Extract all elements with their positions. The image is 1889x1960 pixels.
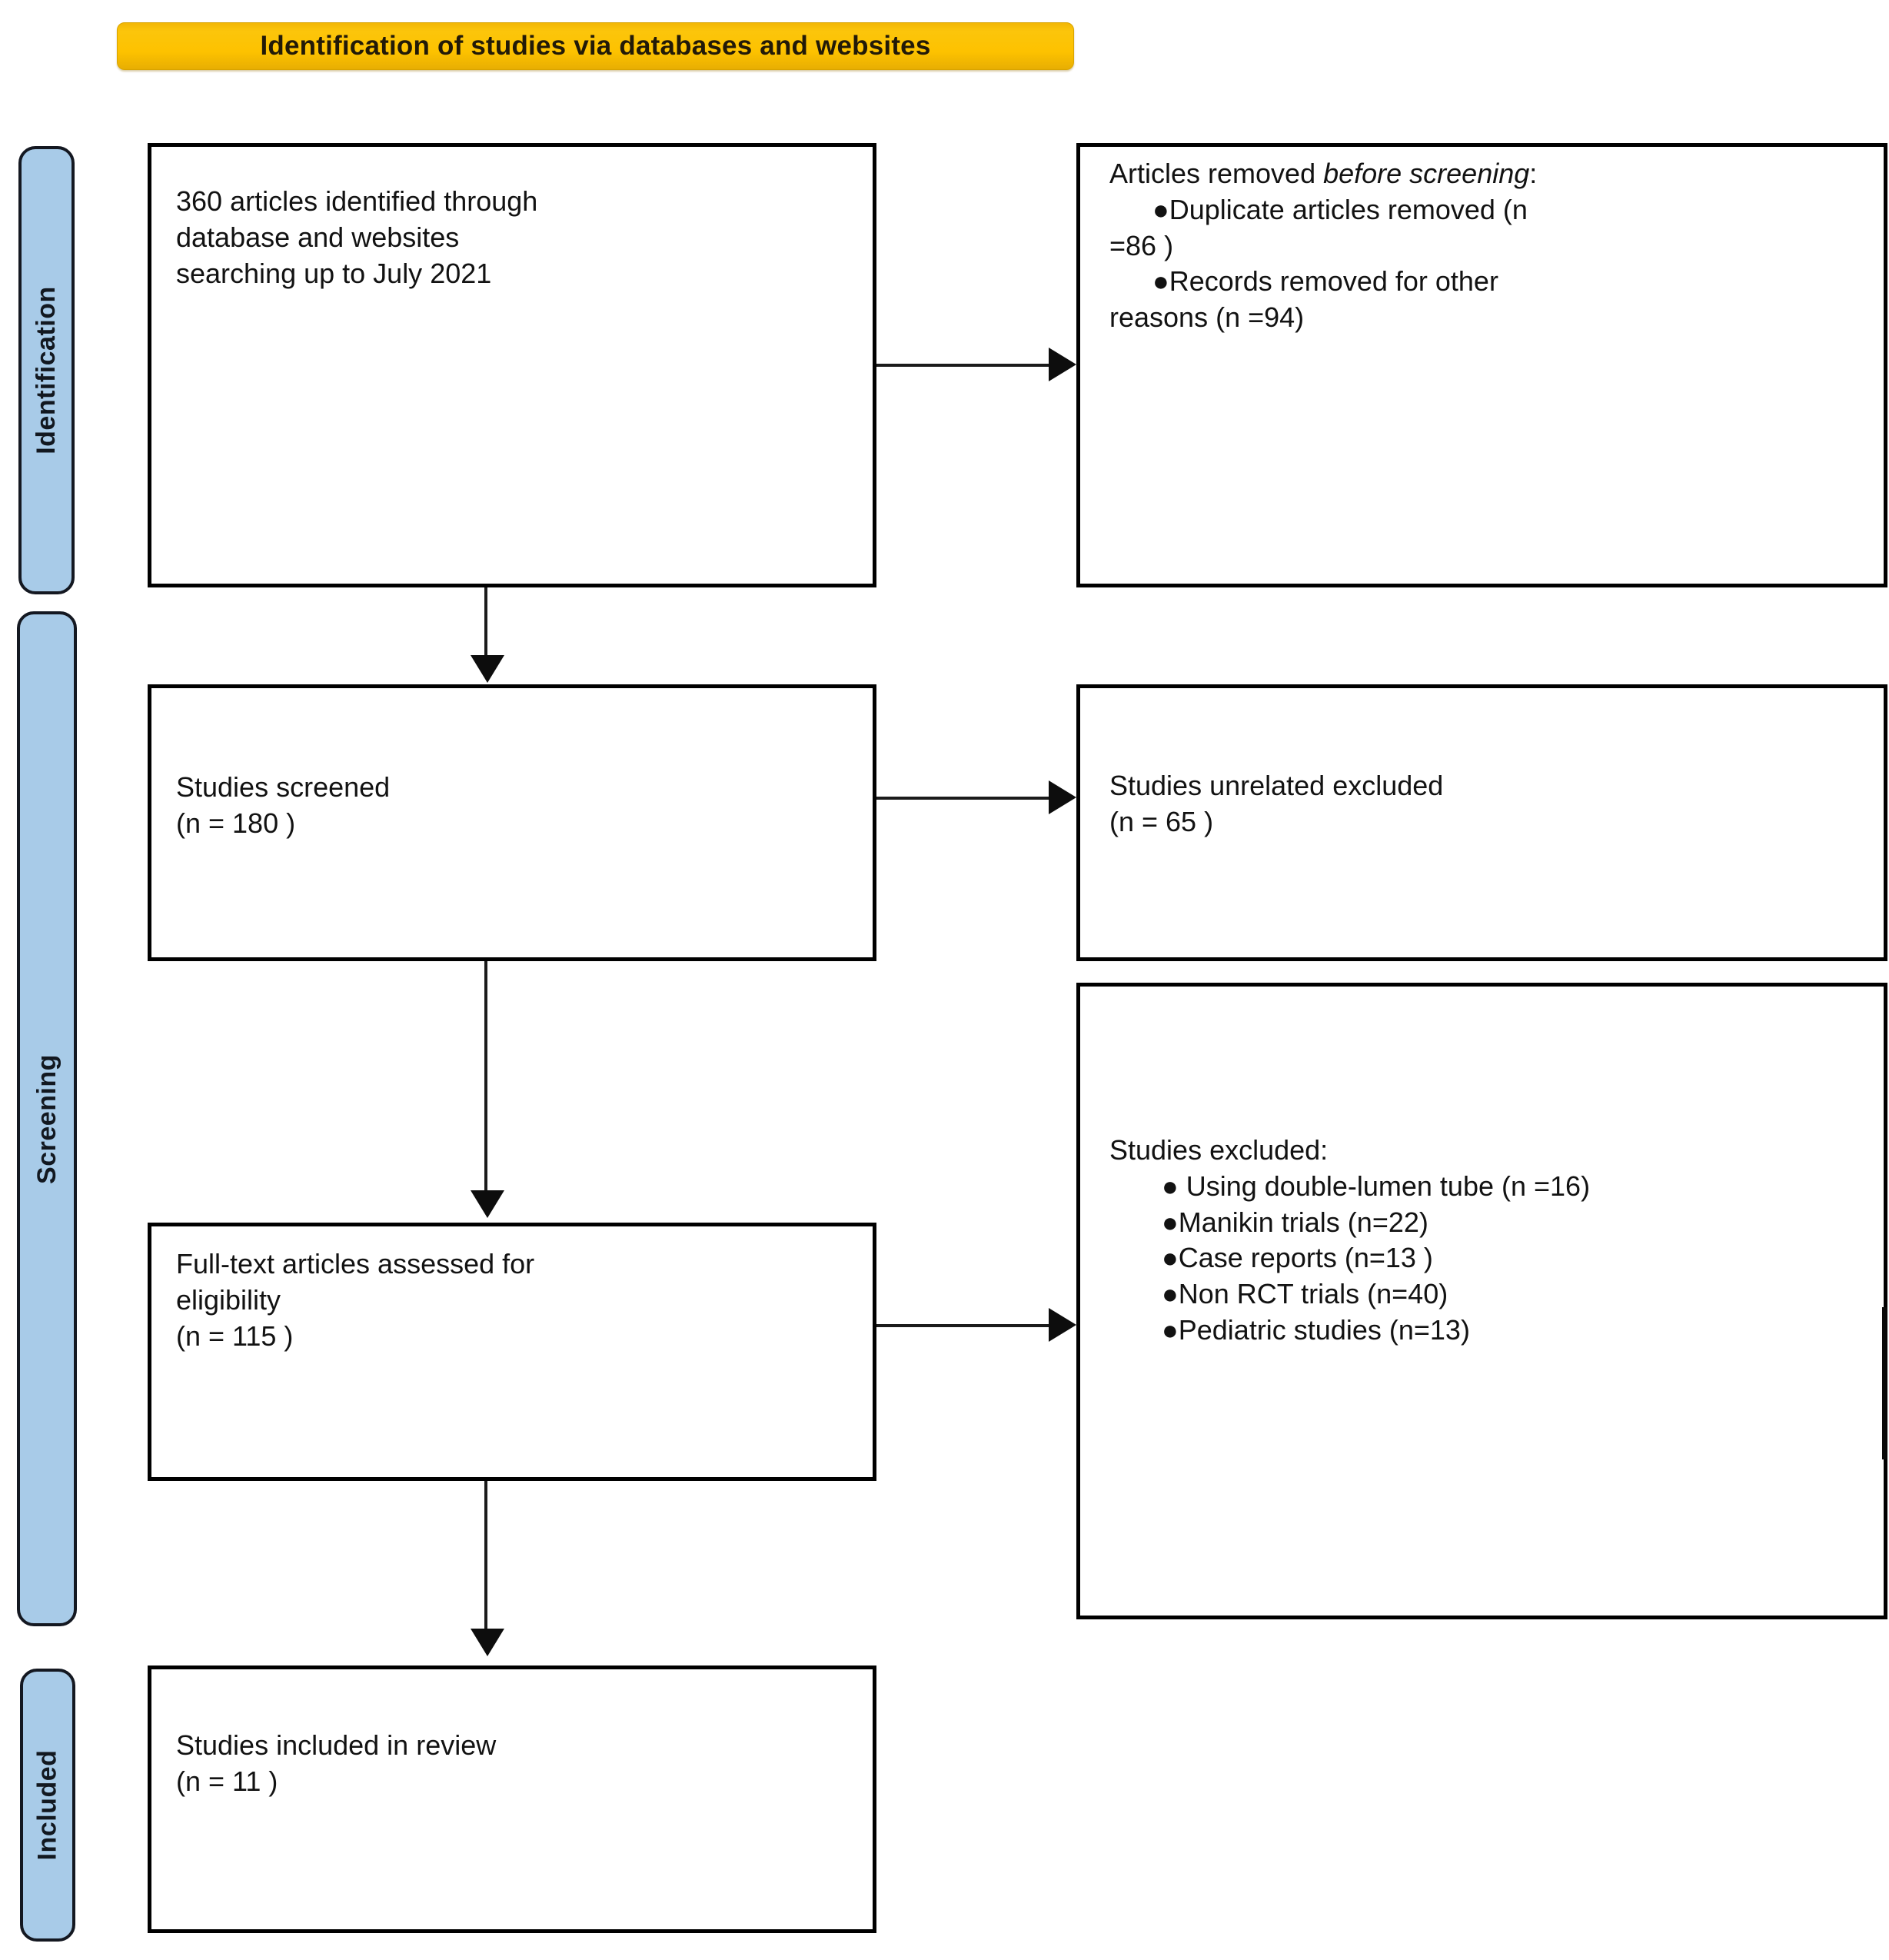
list-item: =86 ) <box>1109 229 1174 261</box>
articles-removed-heading-prefix: Articles removed <box>1109 158 1324 189</box>
fulltext-line-1: Full-text articles assessed for <box>176 1248 535 1279</box>
connector-fulltext-to-excluded-line <box>876 1324 1052 1327</box>
articles-identified-line-3: searching up to July 2021 <box>176 257 492 289</box>
connector-fulltext-to-excluded-arrow <box>1049 1308 1076 1342</box>
connector-identified-to-screened-line <box>484 587 487 658</box>
diagram-header-title: Identification of studies via databases … <box>260 31 931 61</box>
list-item: ● Using double-lumen tube (n =16) <box>1162 1170 1591 1202</box>
connector-screened-to-fulltext-line <box>484 961 487 1192</box>
fulltext-line-2: eligibility <box>176 1283 281 1316</box>
box-articles-removed-before-screening: Articles removed before screening: ●Dupl… <box>1076 143 1887 587</box>
connector-identified-to-removed-line <box>876 364 1052 367</box>
stage-rail-identification-label: Identification <box>32 286 61 454</box>
connector-fulltext-to-included-arrow <box>471 1629 504 1656</box>
studies-excluded-heading: Studies excluded: <box>1109 1134 1329 1166</box>
list-item: reasons (n =94) <box>1109 301 1305 334</box>
articles-identified-line-1: 360 articles identified through <box>176 185 538 217</box>
studies-screened-line-2: (n = 180 ) <box>176 807 296 839</box>
stage-rail-included-label: Included <box>32 1749 62 1861</box>
articles-removed-list: ●Duplicate articles removed (n =86 ) ●Re… <box>1109 192 1864 336</box>
articles-removed-heading: Articles removed before screening: <box>1109 156 1864 192</box>
connector-identified-to-screened-arrow <box>471 655 504 683</box>
studies-screened-line-1: Studies screened <box>176 771 391 803</box>
studies-included-line-1: Studies included in review <box>176 1729 497 1761</box>
studies-excluded-list: ● Using double-lumen tube (n =16) ●Manik… <box>1109 1169 1870 1349</box>
fulltext-line-3: (n = 115 ) <box>176 1319 294 1352</box>
list-item: ●Pediatric studies (n=13) <box>1162 1313 1470 1346</box>
articles-removed-heading-suffix: : <box>1529 158 1538 189</box>
articles-removed-heading-italic: before screening <box>1323 158 1530 189</box>
box-studies-screened: Studies screened (n = 180 ) <box>148 684 876 961</box>
box-studies-included-in-review: Studies included in review (n = 11 ) <box>148 1666 876 1933</box>
connector-fulltext-to-included-line <box>484 1481 487 1631</box>
studies-unrelated-line-2: (n = 65 ) <box>1109 805 1214 837</box>
connector-identified-to-removed-arrow <box>1049 348 1076 381</box>
box-studies-unrelated-excluded: Studies unrelated excluded (n = 65 ) <box>1076 684 1887 961</box>
studies-unrelated-line-1: Studies unrelated excluded <box>1109 770 1444 801</box>
list-item: ●Manikin trials (n=22) <box>1162 1206 1428 1238</box>
stage-rail-screening-label: Screening <box>32 1053 62 1184</box>
stage-rail-screening: Screening <box>17 611 77 1626</box>
connector-screened-to-fulltext-arrow <box>471 1190 504 1218</box>
list-item: ●Duplicate articles removed (n <box>1152 193 1528 225</box>
studies-included-line-2: (n = 11 ) <box>176 1765 278 1797</box>
diagram-header-banner: Identification of studies via databases … <box>117 22 1074 70</box>
list-item: ●Case reports (n=13 ) <box>1162 1242 1433 1274</box>
articles-identified-line-2: database and websites <box>176 221 460 253</box>
list-item: ●Records removed for other <box>1152 265 1498 298</box>
box-studies-excluded-edge-artifact <box>1882 1307 1887 1459</box>
list-item: ●Non RCT trials (n=40) <box>1162 1278 1448 1310</box>
box-fulltext-articles-assessed: Full-text articles assessed for eligibil… <box>148 1223 876 1481</box>
stage-rail-identification: Identification <box>18 146 75 594</box>
box-studies-excluded: Studies excluded: ● Using double-lumen t… <box>1076 983 1887 1619</box>
box-articles-identified: 360 articles identified through database… <box>148 143 876 587</box>
connector-screened-to-unrelated-line <box>876 797 1052 800</box>
stage-rail-included: Included <box>20 1669 75 1942</box>
connector-screened-to-unrelated-arrow <box>1049 780 1076 814</box>
